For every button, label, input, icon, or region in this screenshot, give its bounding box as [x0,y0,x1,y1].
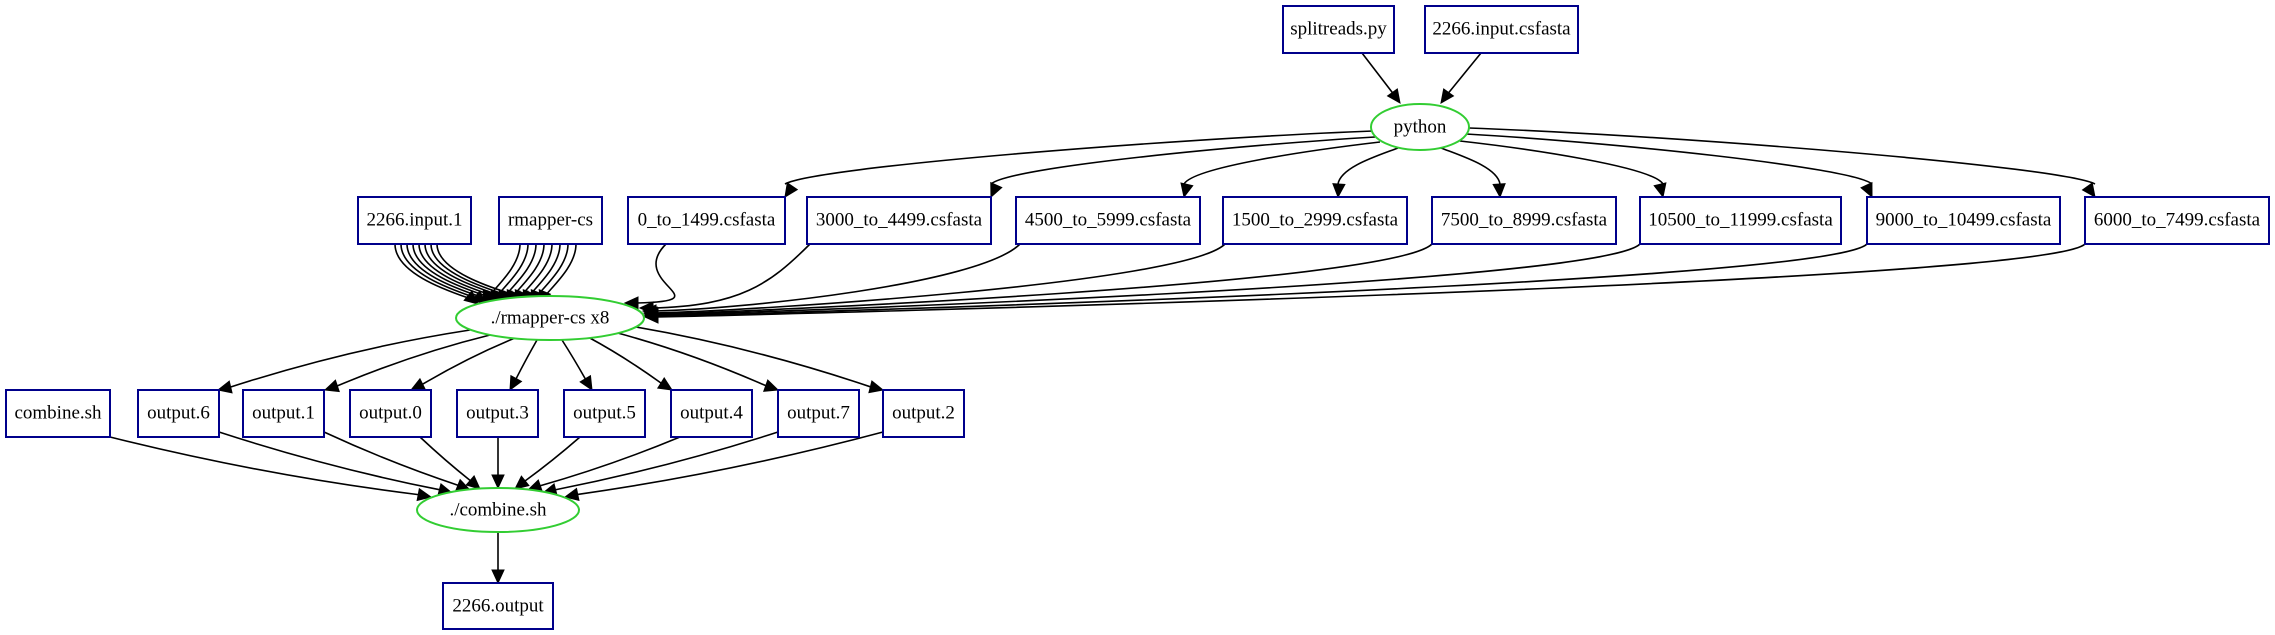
edge-python-to-chunk-4500 [1180,141,1381,199]
node-chunk-7500-label: 7500_to_8999.csfasta [1441,209,1608,230]
edge-input-csfasta-to-python [1440,52,1482,104]
node-chunk-6000-label: 6000_to_7499.csfasta [2094,209,2261,230]
node-output-0-label: output.0 [359,402,422,423]
node-final-output[interactable]: 2266.output [442,582,554,630]
node-input-1[interactable]: 2266.input.1 [357,196,472,245]
node-output-3[interactable]: output.3 [456,389,539,438]
node-chunk-0[interactable]: 0_to_1499.csfasta [627,196,786,245]
node-output-2-label: output.2 [892,402,955,423]
edge-combine-sh-to-combine [109,436,433,502]
edge-python-to-chunk-9000 [1465,133,1873,199]
edge-chunk-0-to-rmapper [623,243,676,310]
node-output-2[interactable]: output.2 [882,389,965,438]
edge-combine-to-final-output [491,532,505,585]
node-chunk-6000[interactable]: 6000_to_7499.csfasta [2084,196,2270,245]
edge-splitreads-to-python [1361,52,1401,104]
node-chunk-0-label: 0_to_1499.csfasta [638,209,776,230]
edge-python-to-chunk-6000 [1468,127,2096,198]
node-output-4[interactable]: output.4 [670,389,753,438]
edges-layer [109,52,2096,585]
node-rmapper-x8-label: ./rmapper-cs x8 [491,307,610,328]
node-output-6[interactable]: output.6 [137,389,220,438]
node-combine-label: ./combine.sh [449,499,547,520]
node-output-0[interactable]: output.0 [349,389,432,438]
node-output-5-label: output.5 [573,402,636,423]
node-output-3-label: output.3 [466,402,529,423]
node-output-1-label: output.1 [252,402,315,423]
edge-chunk-3000-to-rmapper [638,243,811,315]
edge-output-2-to-combine [563,431,884,501]
node-chunk-10500-label: 10500_to_11999.csfasta [1648,209,1833,230]
edge-rmapper-to-output-0 [409,337,516,391]
node-combine[interactable]: ./combine.sh [416,487,580,533]
edge-rmapper-cs-to-rmapper-7 [538,243,577,306]
node-input-csfasta-label: 2266.input.csfasta [1432,18,1571,39]
edge-rmapper-to-output-3 [509,339,538,392]
nodes-layer: splitreads.py 2266.input.csfasta python … [5,5,2270,630]
edge-rmapper-to-output-7 [613,331,780,392]
node-combine-sh-label: combine.sh [14,402,102,423]
node-splitreads-py[interactable]: splitreads.py [1282,5,1395,54]
node-rmapper-cs-label: rmapper-cs [508,209,593,230]
edge-output-3-to-combine [491,437,505,490]
edge-output-4-to-combine [526,436,681,492]
node-chunk-3000-label: 3000_to_4499.csfasta [816,209,983,230]
node-chunk-3000[interactable]: 3000_to_4499.csfasta [806,196,992,245]
edge-chunk-10500-to-rmapper [643,243,1641,322]
edge-output-0-to-combine [419,436,481,490]
edge-output-6-to-combine [218,431,454,497]
node-chunk-9000[interactable]: 9000_to_10499.csfasta [1866,196,2061,245]
edge-rmapper-to-output-2 [629,325,885,394]
edge-output-5-to-combine [514,436,581,490]
edge-chunk-9000-to-rmapper [643,243,1868,323]
node-output-1[interactable]: output.1 [242,389,325,438]
node-chunk-1500[interactable]: 1500_to_2999.csfasta [1222,196,1408,245]
node-output-6-label: output.6 [147,402,210,423]
edge-rmapper-to-output-1 [323,334,491,393]
node-output-4-label: output.4 [680,402,743,423]
node-python[interactable]: python [1370,103,1470,151]
node-chunk-7500[interactable]: 7500_to_8999.csfasta [1431,196,1617,245]
node-output-7[interactable]: output.7 [777,389,860,438]
node-output-5[interactable]: output.5 [563,389,646,438]
node-combine-sh[interactable]: combine.sh [5,389,111,438]
node-rmapper-cs[interactable]: rmapper-cs [498,196,603,245]
node-chunk-4500[interactable]: 4500_to_5999.csfasta [1015,196,1201,245]
node-input-1-label: 2266.input.1 [366,209,462,230]
edge-rmapper-to-output-4 [587,336,674,391]
node-rmapper-x8[interactable]: ./rmapper-cs x8 [455,295,645,341]
node-splitreads-py-label: splitreads.py [1290,18,1387,39]
node-input-csfasta[interactable]: 2266.input.csfasta [1424,5,1579,54]
node-python-label: python [1394,116,1447,137]
edge-python-to-chunk-10500 [1459,140,1667,199]
edge-rmapper-to-output-6 [216,329,471,394]
node-chunk-9000-label: 9000_to_10499.csfasta [1876,209,2052,230]
node-chunk-10500[interactable]: 10500_to_11999.csfasta [1639,196,1842,245]
edge-output-7-to-combine [541,431,779,497]
edge-rmapper-to-output-5 [561,339,593,392]
edge-python-to-chunk-7500 [1440,147,1506,199]
edge-output-1-to-combine [323,431,472,492]
edge-python-to-chunk-1500 [1332,147,1399,199]
edge-chunk-6000-to-rmapper [643,243,2086,324]
edge-python-to-chunk-3000 [990,136,1376,199]
node-chunk-4500-label: 4500_to_5999.csfasta [1025,209,1192,230]
node-output-7-label: output.7 [787,402,850,423]
node-final-output-label: 2266.output [452,595,544,616]
node-chunk-1500-label: 1500_to_2999.csfasta [1232,209,1399,230]
edge-python-to-chunk-0 [784,130,1374,198]
